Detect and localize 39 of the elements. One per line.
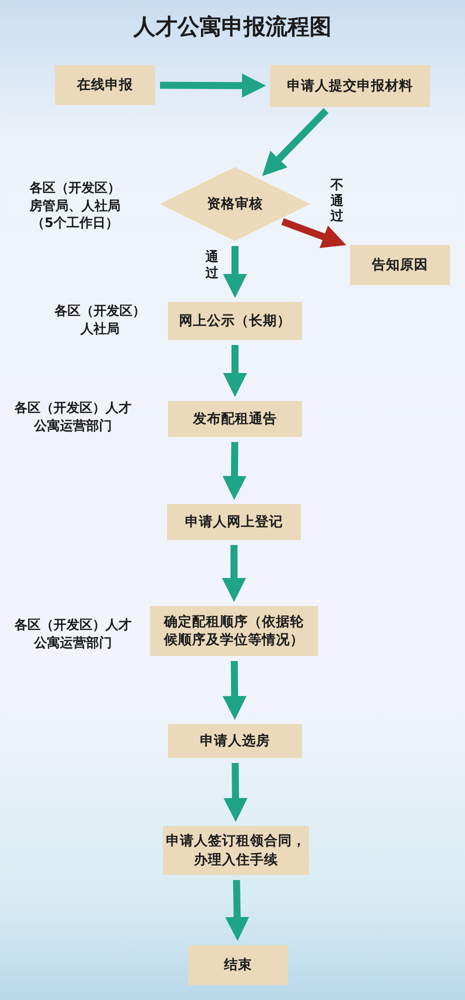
arrow — [223, 345, 247, 397]
arrow — [262, 108, 329, 176]
arrow — [224, 762, 248, 822]
step-text: 告知原因 — [371, 256, 429, 274]
step-text: 申请人选房 — [199, 732, 271, 750]
department-note: 各区（开发区）人才公寓运营部门 — [14, 400, 132, 436]
arrow — [225, 880, 250, 941]
process-box — [163, 826, 309, 875]
process-box — [270, 65, 430, 107]
arrow — [160, 74, 266, 98]
arrow — [223, 246, 247, 298]
process-box — [167, 504, 301, 540]
arrow — [281, 218, 346, 248]
process-box — [168, 401, 302, 437]
department-note: 各区（开发区）房管局、人社局（5个工作日） — [28, 180, 122, 233]
process-box — [55, 65, 155, 105]
process-box — [188, 945, 288, 985]
arrow — [222, 545, 246, 602]
process-box — [350, 245, 450, 285]
step-text: 资格审核 — [206, 194, 264, 214]
edge-label: 不通过 — [330, 178, 344, 225]
step-text: 结束 — [222, 956, 253, 974]
process-box — [168, 302, 302, 340]
department-note: 各区（开发区）人才公寓运营部门 — [14, 617, 132, 652]
step-text: 发布配租通告 — [192, 410, 278, 428]
step-text: 确定配租顺序（依据轮候顺序及学位等情况） — [162, 612, 305, 650]
step-text: 网上公示（长期） — [178, 312, 292, 330]
arrow — [222, 660, 247, 720]
process-box — [150, 606, 318, 656]
step-text: 申请人签订租领合同，办理入住手续 — [165, 832, 307, 869]
process-box — [168, 724, 302, 758]
title: 人才公寓申报流程图 — [132, 14, 332, 42]
step-text: 在线申报 — [76, 76, 134, 94]
decision-diamond — [160, 167, 310, 241]
step-text: 申请人提交申报材料 — [286, 76, 414, 96]
department-note: 各区（开发区）人社局 — [54, 303, 146, 338]
arrow — [222, 442, 246, 500]
edge-label: 通过 — [205, 250, 219, 282]
step-text: 申请人网上登记 — [184, 512, 284, 532]
